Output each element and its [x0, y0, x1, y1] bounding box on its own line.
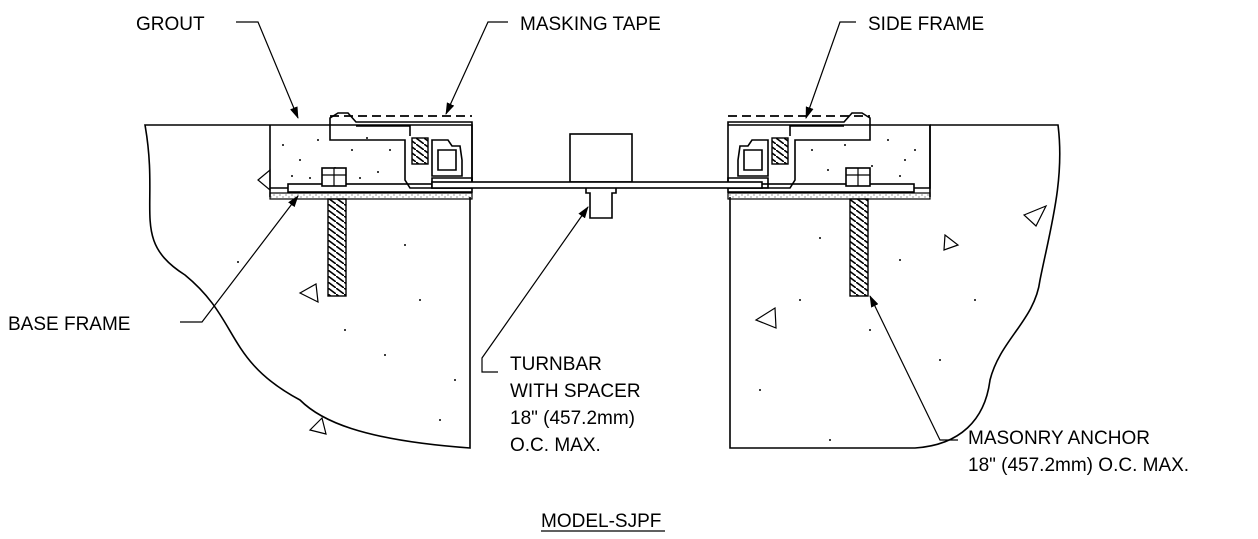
- masonry-anchor-label-line1: MASONRY ANCHOR: [968, 428, 1150, 449]
- right-concrete-slab: [729, 124, 1061, 449]
- side-frame-label: SIDE FRAME: [868, 14, 984, 35]
- turnbar-with-spacer: [431, 133, 763, 219]
- drawing-title: MODEL-SJPF: [541, 511, 661, 532]
- masonry-anchor-label-line2: 18" (457.2mm) O.C. MAX.: [968, 455, 1189, 476]
- turnbar-label-line4: O.C. MAX.: [510, 435, 601, 456]
- leader-masonry-anchor: [869, 295, 958, 441]
- base-frame-label: BASE FRAME: [8, 314, 130, 335]
- leader-turnbar: [481, 206, 589, 373]
- turnbar-label-line1: TURNBAR: [510, 354, 602, 375]
- right-masonry-anchor: [845, 167, 871, 297]
- leader-side-frame: [805, 21, 856, 119]
- left-masonry-anchor: [321, 167, 347, 297]
- leader-base-frame: [180, 195, 299, 323]
- masking-tape-label: MASKING TAPE: [520, 14, 661, 35]
- turnbar-label-line3: 18" (457.2mm): [510, 408, 635, 429]
- left-concrete-slab: [144, 124, 471, 449]
- grout-label: GROUT: [136, 14, 205, 35]
- leader-grout: [236, 21, 299, 119]
- turnbar-label-line2: WITH SPACER: [510, 381, 641, 402]
- leader-masking-tape: [445, 21, 508, 115]
